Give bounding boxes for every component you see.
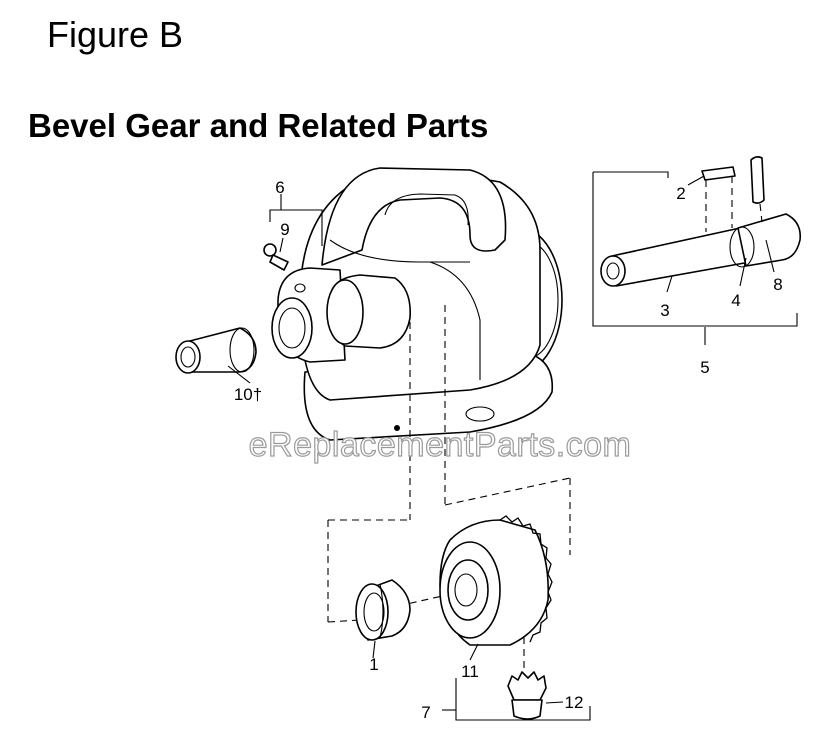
- callout-7: 7: [421, 703, 430, 722]
- section-title: Bevel Gear and Related Parts: [28, 107, 489, 144]
- figure-label: Figure B: [47, 14, 184, 55]
- callout-5: 5: [700, 358, 709, 377]
- shaft-assembly: [592, 156, 802, 345]
- sleeve: [175, 327, 257, 374]
- bracket-7: [455, 678, 591, 721]
- callout-12: 12: [565, 693, 584, 712]
- bracket-6: [269, 209, 323, 246]
- callout-3: 3: [660, 301, 669, 320]
- callout-8: 8: [773, 275, 782, 294]
- callout-11: 11: [461, 662, 479, 681]
- callout-4: 4: [731, 291, 740, 310]
- watermark: eReplacementParts.com: [249, 426, 632, 464]
- grease-fitting: [263, 243, 289, 271]
- gear-housing: [271, 167, 563, 441]
- callout-2: 2: [676, 184, 685, 203]
- callout-6: 6: [275, 178, 284, 197]
- callout-9: 9: [280, 220, 289, 239]
- bevel-gear: [439, 515, 553, 661]
- callout-1: 1: [369, 655, 378, 674]
- pinion-gear: [507, 671, 564, 720]
- callout-10: 10†: [234, 385, 262, 404]
- bushing: [355, 579, 411, 659]
